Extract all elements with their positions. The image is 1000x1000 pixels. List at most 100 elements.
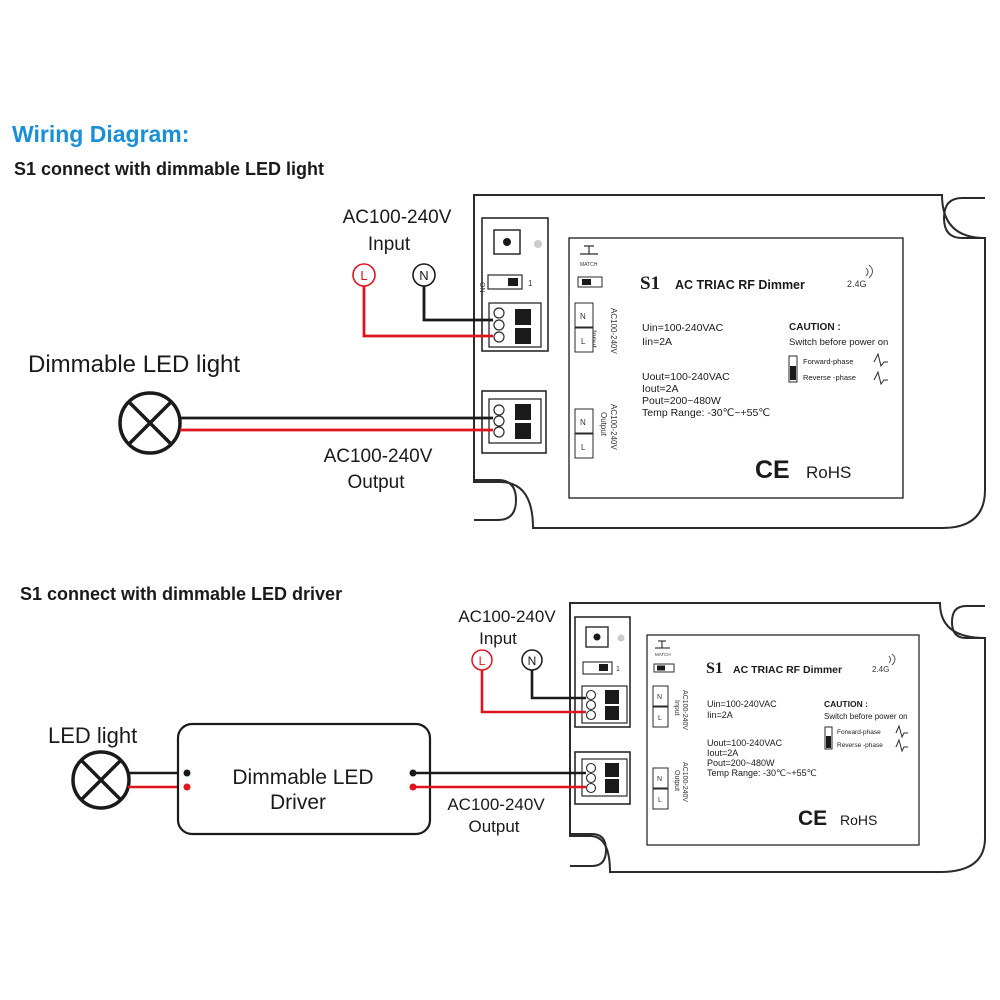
device-2-match-label: MATCH <box>655 652 671 657</box>
device-2-phase-switch-knob <box>826 736 831 748</box>
diagram-1-live-symbol-text: L <box>360 268 367 283</box>
device-1-spec-uout: Uout=100-240VAC <box>642 371 730 383</box>
diagram-2-output-label-1: AC100-240V <box>447 795 545 814</box>
device-1-output-l-text: L <box>581 443 586 452</box>
device-2-output-n-text: N <box>657 776 662 783</box>
device-1-output-socket <box>515 404 531 420</box>
device-2-spec-pout: Pout=200~480W <box>707 758 775 768</box>
device-1-input-socket <box>515 328 531 344</box>
device-2-output-socket <box>605 779 619 793</box>
device-2-model: S1 <box>706 660 723 677</box>
diagram-2-live-input-wire <box>480 670 586 714</box>
device-2-indicator-led <box>617 634 625 642</box>
diagram-1-neutral-symbol-text: N <box>419 268 428 283</box>
device-1-phase-switch-knob <box>790 366 796 380</box>
device-1-input-screw <box>493 331 505 343</box>
diagram-1-load-label: Dimmable LED light <box>28 351 240 378</box>
diagram-1-output-label-2: Output <box>347 472 405 493</box>
device-1-spec-temp: Temp Range: -30℃~+55℃ <box>642 407 770 419</box>
device-2-match-icon <box>655 640 670 649</box>
device-2-input-socket <box>605 690 619 704</box>
device-2-input-l-box <box>652 706 669 728</box>
device-2-output-side-label: Output <box>673 770 680 791</box>
device-2-output-screw <box>585 782 597 794</box>
device-1-indicator-led <box>534 240 542 248</box>
device-2-input-socket <box>605 706 619 720</box>
device-1-spec-uin: Uin=100-240VAC <box>642 322 724 334</box>
device-2-name: AC TRIAC RF Dimmer <box>733 664 842 676</box>
device-1-input-socket <box>515 309 531 325</box>
diagram-1-live-input-wire <box>362 286 493 338</box>
device-2-caution-title: CAUTION : <box>824 699 868 709</box>
device-1-input-range-label: AC100-240V <box>609 308 618 354</box>
device-1-input-screw <box>493 319 505 331</box>
device-2-dip-switch-knob <box>599 664 608 671</box>
device-2-spec-iin: Iin=2A <box>707 710 733 720</box>
device-1-output-n-text: N <box>580 418 586 427</box>
diagram-2-heading: S1 connect with dimmable LED driver <box>20 584 342 604</box>
device-2-spec-iout: Iout=2A <box>707 748 738 758</box>
device-2-spec-uout: Uout=100-240VAC <box>707 738 783 748</box>
device-2-input-n-box <box>652 685 669 707</box>
device-1-match-icon <box>580 245 598 255</box>
diagram-1-neutral-input-wire <box>422 286 493 322</box>
device-1-input-screw <box>493 307 505 319</box>
device-1-output-l-box <box>574 433 594 459</box>
diagram-2-driver-label-1: Dimmable LED <box>232 766 373 789</box>
device-1-input-l-box <box>574 327 594 353</box>
device-1-output-side-label: Output <box>599 412 608 437</box>
device-2-input-screw <box>585 689 597 701</box>
device-1-mount-slot-bottom <box>474 479 518 521</box>
diagram-2-load-label: LED light <box>48 723 137 748</box>
device-2-mount-slot-bottom <box>570 833 608 867</box>
diagram-2-driver-box <box>176 722 432 836</box>
diagram-2: S1 connect with dimmable LED driver 1 <box>20 584 986 873</box>
device-2-rohs-mark: RoHS <box>840 812 877 828</box>
device-1-input-l-text: L <box>581 337 586 346</box>
device-1-caution-text: Switch before power on <box>789 337 888 348</box>
device-1-forward-wave-icon <box>873 352 888 368</box>
device-2-ce-mark: CE <box>798 807 827 830</box>
diagram-1-input-label-1: AC100-240V <box>343 207 452 228</box>
device-1-forward-phase: Forward-phase <box>803 357 853 366</box>
device-2-forward-wave-icon <box>895 724 908 739</box>
diagram-2-driver-label-2: Driver <box>270 791 326 814</box>
diagram-1-output-label-1: AC100-240V <box>324 446 433 467</box>
device-1-input-n-text: N <box>580 312 586 321</box>
device-1-output-screw <box>493 426 505 438</box>
diagram-1: S1 connect with dimmable LED light ON 1 <box>14 159 986 529</box>
device-2-input-n-text: N <box>657 694 662 701</box>
device-1-model: S1 <box>640 273 660 294</box>
device-2-reverse-wave-icon <box>895 738 908 753</box>
device-1-band: 2.4G <box>847 279 867 289</box>
device-2-input-range-label: AC100-240V <box>681 690 688 730</box>
device-1-label-panel <box>568 237 904 499</box>
diagram-2-input-label-2: Input <box>479 629 517 648</box>
device-2-caution-text: Switch before power on <box>824 712 908 721</box>
device-2-output-l-box <box>652 788 669 810</box>
device-1-output-screw <box>493 404 505 416</box>
device-1-caution-title: CAUTION : <box>789 322 841 333</box>
device-1-name: AC TRIAC RF Dimmer <box>675 278 805 292</box>
device-2-band: 2.4G <box>872 665 889 674</box>
diagram-1-lamp-icon <box>118 391 182 455</box>
diagram-1-heading: S1 connect with dimmable LED light <box>14 159 324 179</box>
device-2-output-socket <box>605 763 619 777</box>
device-1-ce-mark: CE <box>755 456 790 484</box>
device-2-input-screw <box>585 699 597 711</box>
diagram-2-driver-terminal <box>183 769 191 777</box>
device-2-switch-icon-knob <box>657 665 665 671</box>
diagram-2-lamp-icon <box>71 750 131 810</box>
device-1-spec-pout: Pout=200~480W <box>642 395 721 407</box>
device-2-output-screw <box>585 762 597 774</box>
device-2-output-l-text: L <box>658 797 662 804</box>
device-2-label-panel <box>646 634 920 846</box>
diagram-2-neutral-input-wire <box>530 670 586 700</box>
page-title: Wiring Diagram: <box>12 121 189 147</box>
device-1-dip-switch-knob <box>508 278 518 286</box>
device-1-match-label: MATCH <box>580 262 598 268</box>
diagram-2-output-label-2: Output <box>468 817 519 836</box>
device-2-forward-phase: Forward-phase <box>837 729 881 736</box>
